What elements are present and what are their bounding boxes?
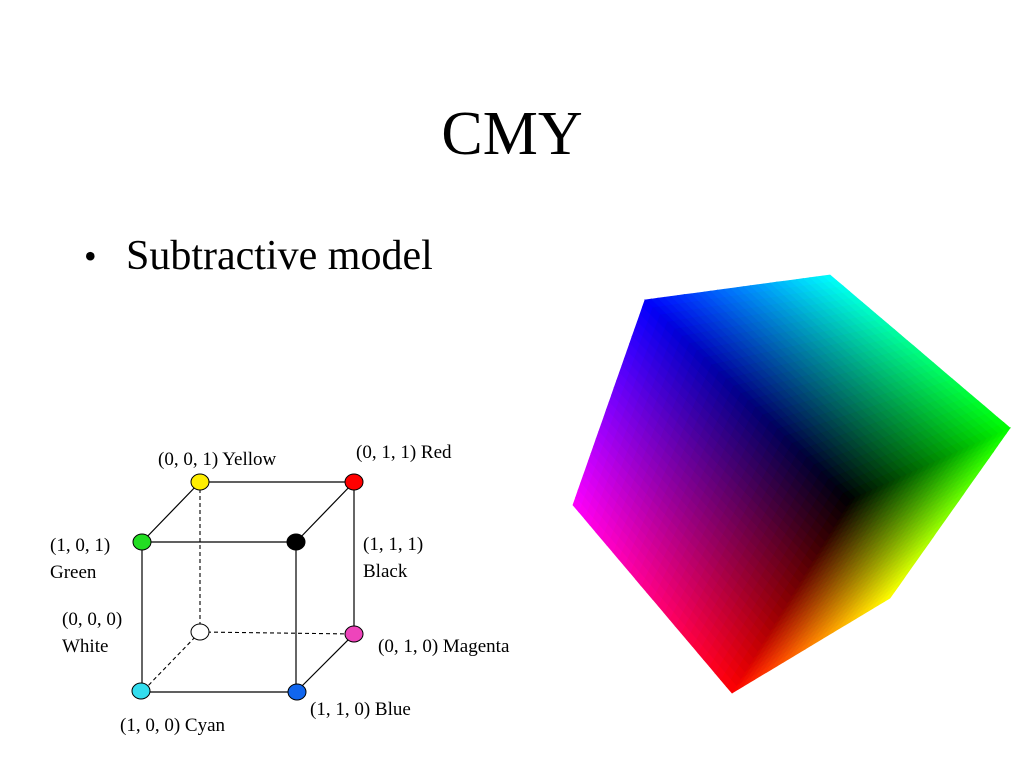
cube-face-0-cell (822, 274, 838, 282)
cube-edges (141, 481, 355, 693)
cube-face-2-cell (572, 496, 582, 513)
label-yellow: (0, 0, 1) Yellow (158, 449, 277, 470)
cube-faces (572, 274, 1012, 694)
label-green-name: Green (50, 562, 97, 583)
edge (141, 481, 201, 543)
bullet-list: • Subtractive model (84, 228, 433, 284)
label-green-coords: (1, 0, 1) (50, 535, 110, 556)
hidden-edges (141, 482, 355, 693)
vertex-black-dot (286, 533, 306, 551)
vertex-green-dot (132, 533, 152, 551)
label-black-coords: (1, 1, 1) (363, 534, 423, 555)
vertex-yellow-dot (190, 473, 210, 491)
edge (295, 633, 355, 693)
slide-title: CMY (441, 100, 583, 168)
label-white-coords: (0, 0, 0) (62, 609, 122, 630)
cmy-cube-diagram: (0, 0, 1) Yellow (0, 1, 1) Red (1, 0, 1)… (50, 442, 510, 736)
label-cyan: (1, 0, 0) Cyan (120, 715, 226, 736)
label-blue: (1, 1, 0) Blue (310, 699, 411, 720)
vertex-layer (131, 473, 364, 701)
hidden-edge (199, 631, 355, 635)
bullet-text: Subtractive model (126, 233, 433, 279)
vertex-white-dot (190, 623, 210, 641)
vertex-blue-dot (287, 683, 307, 701)
label-magenta: (0, 1, 0) Magenta (378, 636, 510, 657)
vertex-cyan-dot (131, 682, 151, 700)
vertex-magenta-dot (344, 625, 364, 643)
cube-face-1-cell (884, 591, 895, 602)
label-white-name: White (62, 636, 108, 657)
label-black-name: Black (363, 561, 408, 582)
label-red: (0, 1, 1) Red (356, 442, 452, 463)
bullet-icon: • (84, 236, 97, 276)
bullet-item: • Subtractive model (84, 228, 433, 284)
vertex-red-dot (344, 473, 364, 491)
edge (295, 481, 355, 543)
